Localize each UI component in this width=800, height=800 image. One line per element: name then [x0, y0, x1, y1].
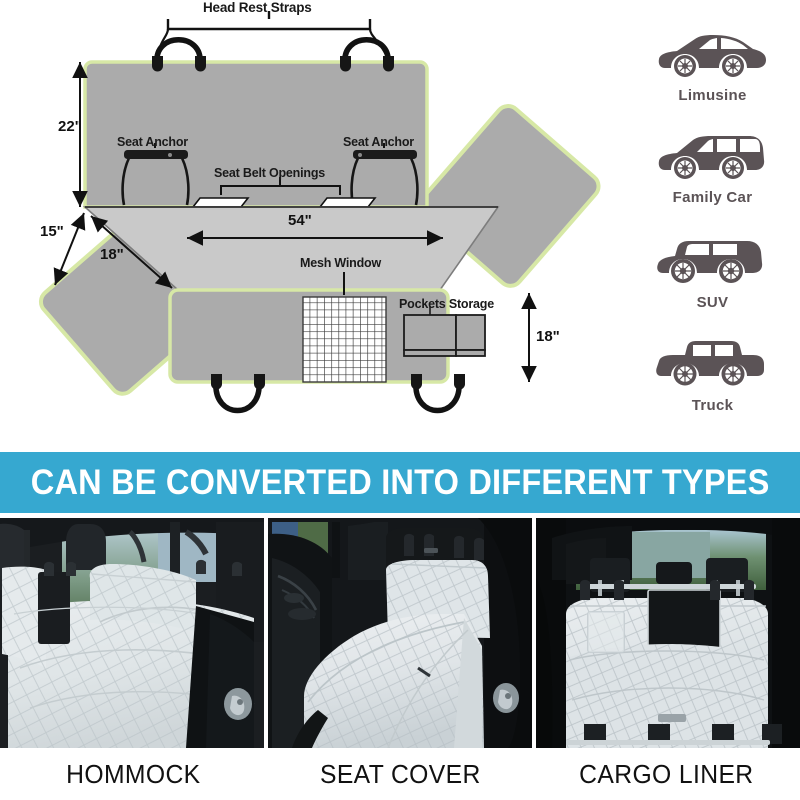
label-pockets-storage: Pockets Storage — [399, 297, 494, 311]
dimension-arrows — [53, 62, 537, 382]
label-mesh-window: Mesh Window — [300, 256, 382, 270]
seat-cover-diagram-illustration — [38, 11, 601, 414]
vehicle-label: Limusine — [678, 87, 747, 104]
dimension-height-back: 22" — [58, 118, 82, 135]
sedan-icon — [658, 35, 766, 77]
bench-seat-cover-photo — [268, 518, 532, 748]
seat-anchor-left-graphic — [121, 150, 190, 206]
vehicle-label: Family Car — [672, 189, 753, 206]
label-leader-lines — [154, 143, 385, 295]
photo-captions: HOMMOCK SEAT COVER CARGO LINER — [0, 748, 800, 800]
suv-icon — [657, 241, 763, 283]
pockets-storage-graphic — [403, 306, 486, 357]
vehicle-label: Truck — [691, 397, 734, 414]
seat-belt-openings-graphic — [220, 177, 341, 195]
dimension-side-flap: 15" — [40, 223, 64, 240]
mesh-window-graphic — [302, 296, 387, 383]
head-rest-strap-nubs — [152, 56, 394, 72]
label-seat-anchor-right: Seat Anchor — [343, 135, 414, 149]
converted-types-banner: CAN BE CONVERTED INTO DIFFERENT TYPES — [0, 452, 800, 513]
photo-cargo-liner — [536, 518, 800, 748]
vehicle-label: SUV — [696, 294, 729, 311]
wagon-icon — [658, 136, 765, 179]
label-seat-anchor-left: Seat Anchor — [117, 135, 188, 149]
vehicle-item-suv: SUV — [625, 229, 800, 311]
dimension-diagram: Head Rest Straps Seat Anchor Seat Anchor… — [38, 0, 800, 428]
photo-hommock — [0, 518, 264, 748]
label-head-rest-straps: Head Rest Straps — [203, 0, 312, 15]
pickup-truck-icon — [656, 341, 764, 386]
compatible-vehicle-list: Limusine Family Car — [625, 18, 800, 428]
vehicle-item-limusine: Limusine — [625, 28, 800, 104]
dimension-width: 54" — [288, 212, 312, 229]
banner-headline: CAN BE CONVERTED INTO DIFFERENT TYPES — [30, 462, 770, 502]
caption-cargo-liner: CARGO LINER — [579, 758, 754, 789]
head-rest-straps-graphic — [154, 11, 391, 64]
photo-seat-cover — [268, 518, 532, 748]
photo-gallery — [0, 518, 800, 748]
vehicle-item-truck: Truck — [625, 334, 800, 414]
hammock-style-rear-seat-cover-photo — [0, 518, 264, 748]
caption-hommock: HOMMOCK — [66, 758, 201, 789]
suv-cargo-liner-photo — [536, 518, 800, 748]
bottom-strap-nubs — [211, 374, 465, 390]
caption-seat-cover: SEAT COVER — [319, 758, 481, 789]
vehicle-item-family-car: Family Car — [625, 128, 800, 206]
seat-belt-slots — [191, 197, 377, 208]
bottom-straps-graphic — [213, 381, 462, 414]
dimension-height-front: 18" — [536, 328, 560, 345]
label-seat-belt-openings: Seat Belt Openings — [214, 166, 326, 180]
dimension-seat-depth: 18" — [100, 246, 124, 263]
